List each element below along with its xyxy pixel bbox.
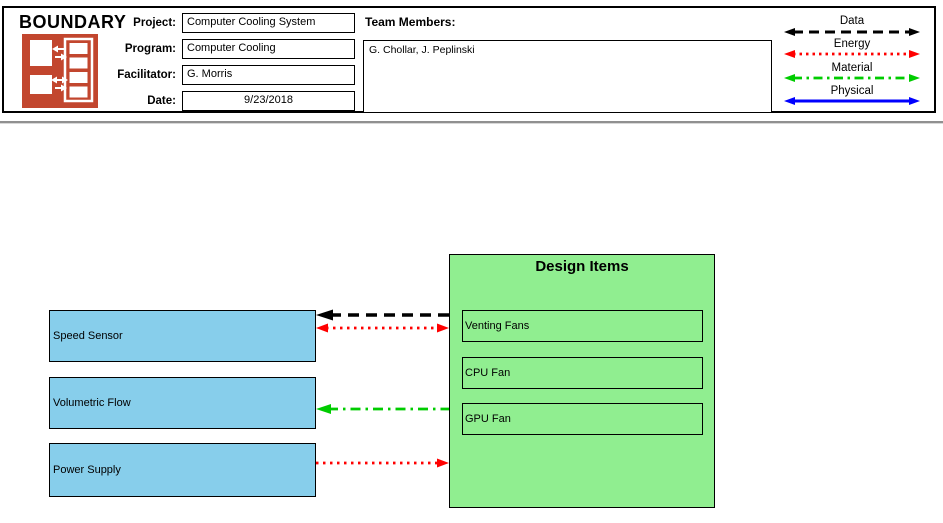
date-label: Date:	[147, 95, 176, 107]
legend-arrow-energy	[784, 50, 920, 58]
external-item-power-supply[interactable]: Power Supply	[49, 443, 316, 497]
program-input[interactable]: Computer Cooling	[182, 39, 355, 59]
legend-label-data: Data	[839, 15, 865, 27]
design-item-label: GPU Fan	[465, 413, 511, 425]
legend-label-material: Material	[831, 62, 873, 74]
header-panel: BOUNDARY Project: Computer Cooling Syste…	[2, 6, 936, 113]
design-item-cpu-fan[interactable]: CPU Fan	[462, 357, 703, 389]
legend-arrow-data	[784, 28, 920, 36]
team-members-input[interactable]: G. Chollar, J. Peplinski	[363, 40, 772, 113]
date-input[interactable]: 9/23/2018	[182, 91, 355, 111]
design-items-container[interactable]: Design Items Venting Fans CPU Fan GPU Fa…	[449, 254, 715, 508]
design-item-gpu-fan[interactable]: GPU Fan	[462, 403, 703, 435]
external-item-volumetric-flow[interactable]: Volumetric Flow	[49, 377, 316, 429]
external-item-speed-sensor[interactable]: Speed Sensor	[49, 310, 316, 362]
connector-energy-arrow-top	[316, 323, 449, 333]
legend-label-energy: Energy	[833, 38, 871, 50]
facilitator-input[interactable]: G. Morris	[182, 65, 355, 85]
external-item-label: Volumetric Flow	[53, 397, 131, 409]
project-input[interactable]: Computer Cooling System	[182, 13, 355, 33]
legend-label-physical: Physical	[830, 85, 874, 97]
team-members-label: Team Members:	[365, 15, 456, 29]
program-label: Program:	[124, 43, 176, 55]
facilitator-label: Facilitator:	[117, 69, 176, 81]
external-item-label: Speed Sensor	[53, 330, 123, 342]
design-items-title: Design Items	[535, 258, 629, 275]
page-title: BOUNDARY	[19, 12, 127, 32]
legend-arrow-material	[784, 74, 920, 82]
design-item-venting-fans[interactable]: Venting Fans	[462, 310, 703, 342]
external-item-label: Power Supply	[53, 464, 121, 476]
connector-material-arrow	[316, 404, 449, 414]
boundary-diagram-icon	[22, 34, 98, 108]
project-label: Project:	[133, 17, 176, 29]
header-divider	[0, 121, 943, 124]
connector-data-arrow	[316, 309, 449, 321]
legend-arrow-physical	[784, 97, 920, 105]
connector-energy-arrow-bottom	[316, 458, 449, 468]
design-item-label: CPU Fan	[465, 367, 511, 379]
design-item-label: Venting Fans	[465, 320, 530, 332]
